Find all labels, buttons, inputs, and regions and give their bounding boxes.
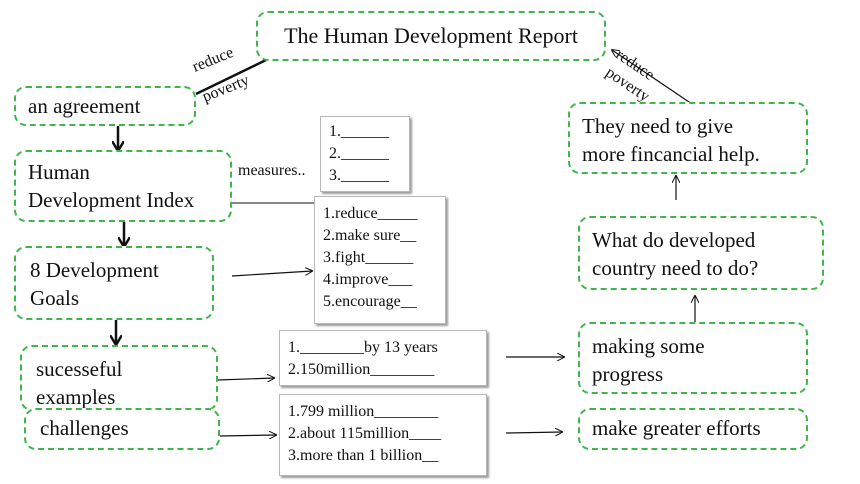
measures-list-box: 1.______ 2.______ 3.______ [320,116,410,192]
goals-text-line1: 8 Development [30,258,159,282]
challenges-item-2: 2.about 115million____ [288,425,442,442]
measures-item-1: 1.______ [329,123,389,140]
challenges-text: challenges [40,416,129,440]
examples-item-1: 1.________by 13 years [288,339,438,356]
hdi-text-line2: Development Index [28,188,195,212]
goals-item-1: 1.reduce_____ [323,205,418,222]
help-text-line1: They need to give [582,114,734,138]
examples-text-line2: examples [36,385,116,409]
help-text-line2: more fincancial help. [582,142,760,166]
progress-text-line2: progress [592,362,664,386]
efforts-box: make greater efforts [578,408,808,450]
financial-help-box: They need to give more fincancial help. [568,102,808,174]
examples-box: sucesseful examples [20,345,218,411]
reduce-poverty-right-arrow [612,50,693,105]
examples-item-2: 2.150million________ [288,361,435,378]
examples-text-line1: sucesseful [36,357,123,381]
goals-item-3: 3.fight______ [323,249,414,266]
question-box: What do developed country need to do? [578,216,824,290]
goals-text-line2: Goals [30,286,79,310]
arrow-goals-list [231,271,312,277]
goals-item-5: 5.encourage__ [323,293,417,310]
hdi-text-line1: Human [28,160,90,184]
challenges-item-1: 1.799 million________ [288,403,439,420]
goals-list-box: 1.reduce_____ 2.make sure__ 3.fight_____… [314,196,446,324]
measures-item-2: 2.______ [329,145,389,162]
agreement-box: an agreement [14,86,196,126]
progress-text-line1: making some [592,334,705,358]
report-title-box: The Human Development Report [256,11,606,61]
arrow-challenges-efforts [505,432,562,433]
progress-box: making some progress [578,322,808,394]
reduce-poverty-left-line [195,58,267,96]
question-text-line2: country need to do? [592,256,759,280]
challenges-box: challenges [24,408,220,450]
goals-item-2: 2.make sure__ [323,227,417,244]
measures-item-3: 3.______ [329,167,389,184]
report-title: The Human Development Report [284,23,578,48]
question-text-line1: What do developed [592,228,756,252]
arrow-examples-list [217,378,274,380]
agreement-text: an agreement [28,94,141,118]
measures-label: measures.. [238,162,306,179]
examples-list-box: 1.________by 13 years 2.150million______… [279,330,487,386]
goals-item-4: 4.improve___ [323,271,413,288]
challenges-item-3: 3.more than 1 billion__ [288,447,439,464]
challenges-list-box: 1.799 million________ 2.about 115million… [279,394,487,476]
hdi-box: Human Development Index [14,150,232,222]
efforts-text: make greater efforts [592,416,761,440]
goals-box: 8 Development Goals [14,246,214,320]
arrow-challenges-list [219,435,276,436]
